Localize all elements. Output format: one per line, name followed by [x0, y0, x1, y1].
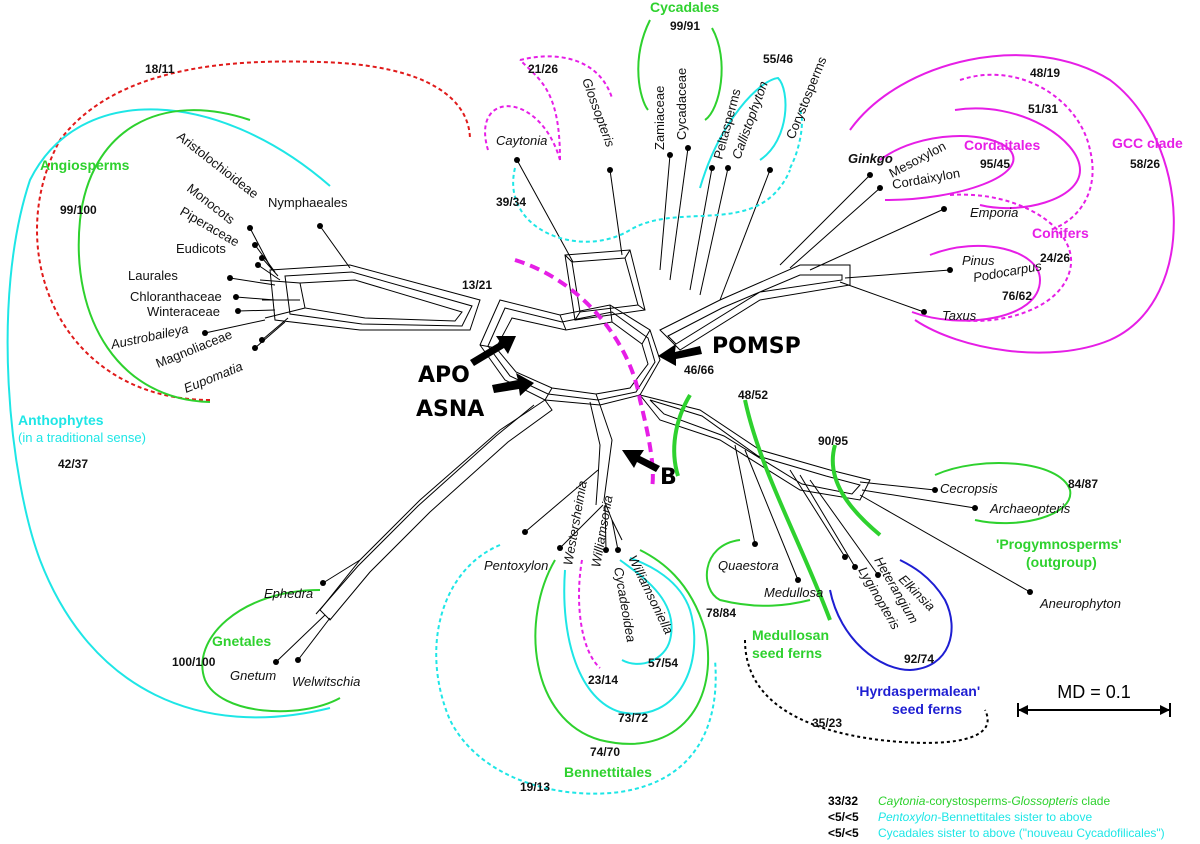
- group-progymnosperms: 'Progymnosperms': [996, 536, 1122, 552]
- support-48-52: 48/52: [738, 388, 768, 402]
- scale-label: MD = 0.1: [1057, 682, 1131, 702]
- taxon-ephedra: Ephedra: [264, 586, 313, 601]
- taxon-caytonia: Caytonia: [496, 133, 547, 148]
- support-99-91: 99/91: [670, 19, 700, 33]
- taxon-nymphaeales: Nymphaeales: [268, 195, 348, 210]
- legend-row3-value: <5/<5: [828, 826, 859, 840]
- taxon-cycadaceae: Cycadaceae: [674, 68, 689, 140]
- taxon-chloranthaceae: Chloranthaceae: [130, 289, 222, 304]
- group-anthophytes-note: (in a traditional sense): [18, 430, 146, 445]
- network-core: [259, 249, 871, 621]
- group-cycadales: Cycadales: [650, 0, 719, 15]
- taxon-laurales: Laurales: [128, 268, 178, 283]
- group-gcc-clade: GCC clade: [1112, 135, 1183, 151]
- legend-row1-value: 33/32: [828, 794, 858, 808]
- support-95-45: 95/45: [980, 157, 1010, 171]
- group-progymnosperms-outgroup: (outgroup): [1026, 554, 1097, 570]
- label-pomsp: POMSP: [712, 334, 801, 359]
- taxon-medullosa: Medullosa: [764, 585, 823, 600]
- taxon-ginkgo: Ginkgo: [848, 151, 893, 166]
- support-23-14: 23/14: [588, 673, 618, 687]
- group-hydrasperm-seed-ferns: seed ferns: [892, 701, 962, 717]
- group-medullosan-seed-ferns: seed ferns: [752, 645, 822, 661]
- support-46-66: 46/66: [684, 363, 714, 377]
- terminal-branches: [204, 147, 1031, 663]
- group-bennettitales: Bennettitales: [564, 764, 652, 780]
- support-58-26: 58/26: [1130, 157, 1160, 171]
- support-35-23: 35/23: [812, 716, 842, 730]
- group-hydrasperm: 'Hyrdaspermalean': [856, 683, 980, 699]
- support-99-100: 99/100: [60, 203, 97, 217]
- label-asna: ASNA: [416, 397, 484, 422]
- group-labels: Angiosperms Cycadales Cordaitales GCC cl…: [18, 0, 1183, 780]
- support-24-26: 24/26: [1040, 251, 1070, 265]
- label-b: B: [660, 465, 677, 490]
- taxon-aneurophyton: Aneurophyton: [1039, 596, 1121, 611]
- support-90-95: 90/95: [818, 434, 848, 448]
- support-48-19: 48/19: [1030, 66, 1060, 80]
- support-84-87: 84/87: [1068, 477, 1098, 491]
- group-cordaitales: Cordaitales: [964, 137, 1040, 153]
- support-74-70: 74/70: [590, 745, 620, 759]
- support-76-62: 76/62: [1002, 289, 1032, 303]
- support-values: 18/11 99/100 42/37 21/26 39/34 99/91 55/…: [58, 19, 1160, 794]
- b-arrow: [622, 450, 660, 472]
- support-55-46: 55/46: [763, 52, 793, 66]
- taxon-gnetum: Gnetum: [230, 668, 276, 683]
- taxon-archaeopteris: Archaeopteris: [989, 501, 1071, 516]
- apo-arrow: [470, 336, 516, 366]
- support-39-34: 39/34: [496, 195, 526, 209]
- support-19-13: 19/13: [520, 780, 550, 794]
- arrows: [470, 336, 702, 472]
- asna-arrow: [492, 373, 534, 396]
- taxon-pentoxylon: Pentoxylon: [484, 558, 548, 573]
- taxon-zamiaceae: Zamiaceae: [652, 86, 667, 150]
- group-medullosan: Medullosan: [752, 627, 829, 643]
- support-13-21: 13/21: [462, 278, 492, 292]
- arrow-labels: APO ASNA POMSP B: [416, 334, 801, 490]
- group-gnetales: Gnetales: [212, 633, 271, 649]
- support-92-74: 92/74: [904, 652, 934, 666]
- group-conifers: Conifers: [1032, 225, 1089, 241]
- taxon-eudicots: Eudicots: [176, 241, 226, 256]
- support-78-84: 78/84: [706, 606, 736, 620]
- taxon-welwitschia: Welwitschia: [292, 674, 360, 689]
- legend-row3-text: Cycadales sister to above ("nouveau Cyca…: [878, 826, 1165, 840]
- legend-row2-text: Pentoxylon-Bennettitales sister to above: [878, 810, 1092, 824]
- support-57-54: 57/54: [648, 656, 678, 670]
- support-18-11: 18/11: [145, 62, 175, 76]
- taxon-taxus: Taxus: [942, 308, 977, 323]
- group-angiosperms: Angiosperms: [40, 157, 130, 173]
- legend: 33/32 Caytonia-corystosperms-Glossopteri…: [828, 794, 1165, 840]
- support-73-72: 73/72: [618, 711, 648, 725]
- taxon-williamsonia: Williamsonia: [588, 494, 615, 568]
- legend-row1-text: Caytonia-corystosperms-Glossopteris clad…: [878, 794, 1110, 808]
- label-apo: APO: [418, 363, 470, 388]
- scale-bar: MD = 0.1: [1017, 682, 1171, 717]
- taxon-emporia: Emporia: [970, 205, 1018, 220]
- taxon-pinus: Pinus: [962, 253, 995, 268]
- group-anthophytes: Anthophytes: [18, 412, 104, 428]
- support-21-26: 21/26: [528, 62, 558, 76]
- support-42-37: 42/37: [58, 457, 88, 471]
- legend-row2-value: <5/<5: [828, 810, 859, 824]
- taxon-glossopteris: Glossopteris: [579, 76, 618, 149]
- taxon-cecropsis: Cecropsis: [940, 481, 998, 496]
- taxon-quaestora: Quaestora: [718, 558, 779, 573]
- support-51-31: 51/31: [1028, 102, 1058, 116]
- support-100-100: 100/100: [172, 655, 216, 669]
- taxon-winteraceae: Winteraceae: [147, 304, 220, 319]
- taxon-eupomatia: Eupomatia: [182, 359, 245, 396]
- taxon-corystosperms: Corystosperms: [783, 54, 830, 141]
- tip-dots: [202, 145, 1033, 665]
- pomsp-arrow: [658, 344, 702, 366]
